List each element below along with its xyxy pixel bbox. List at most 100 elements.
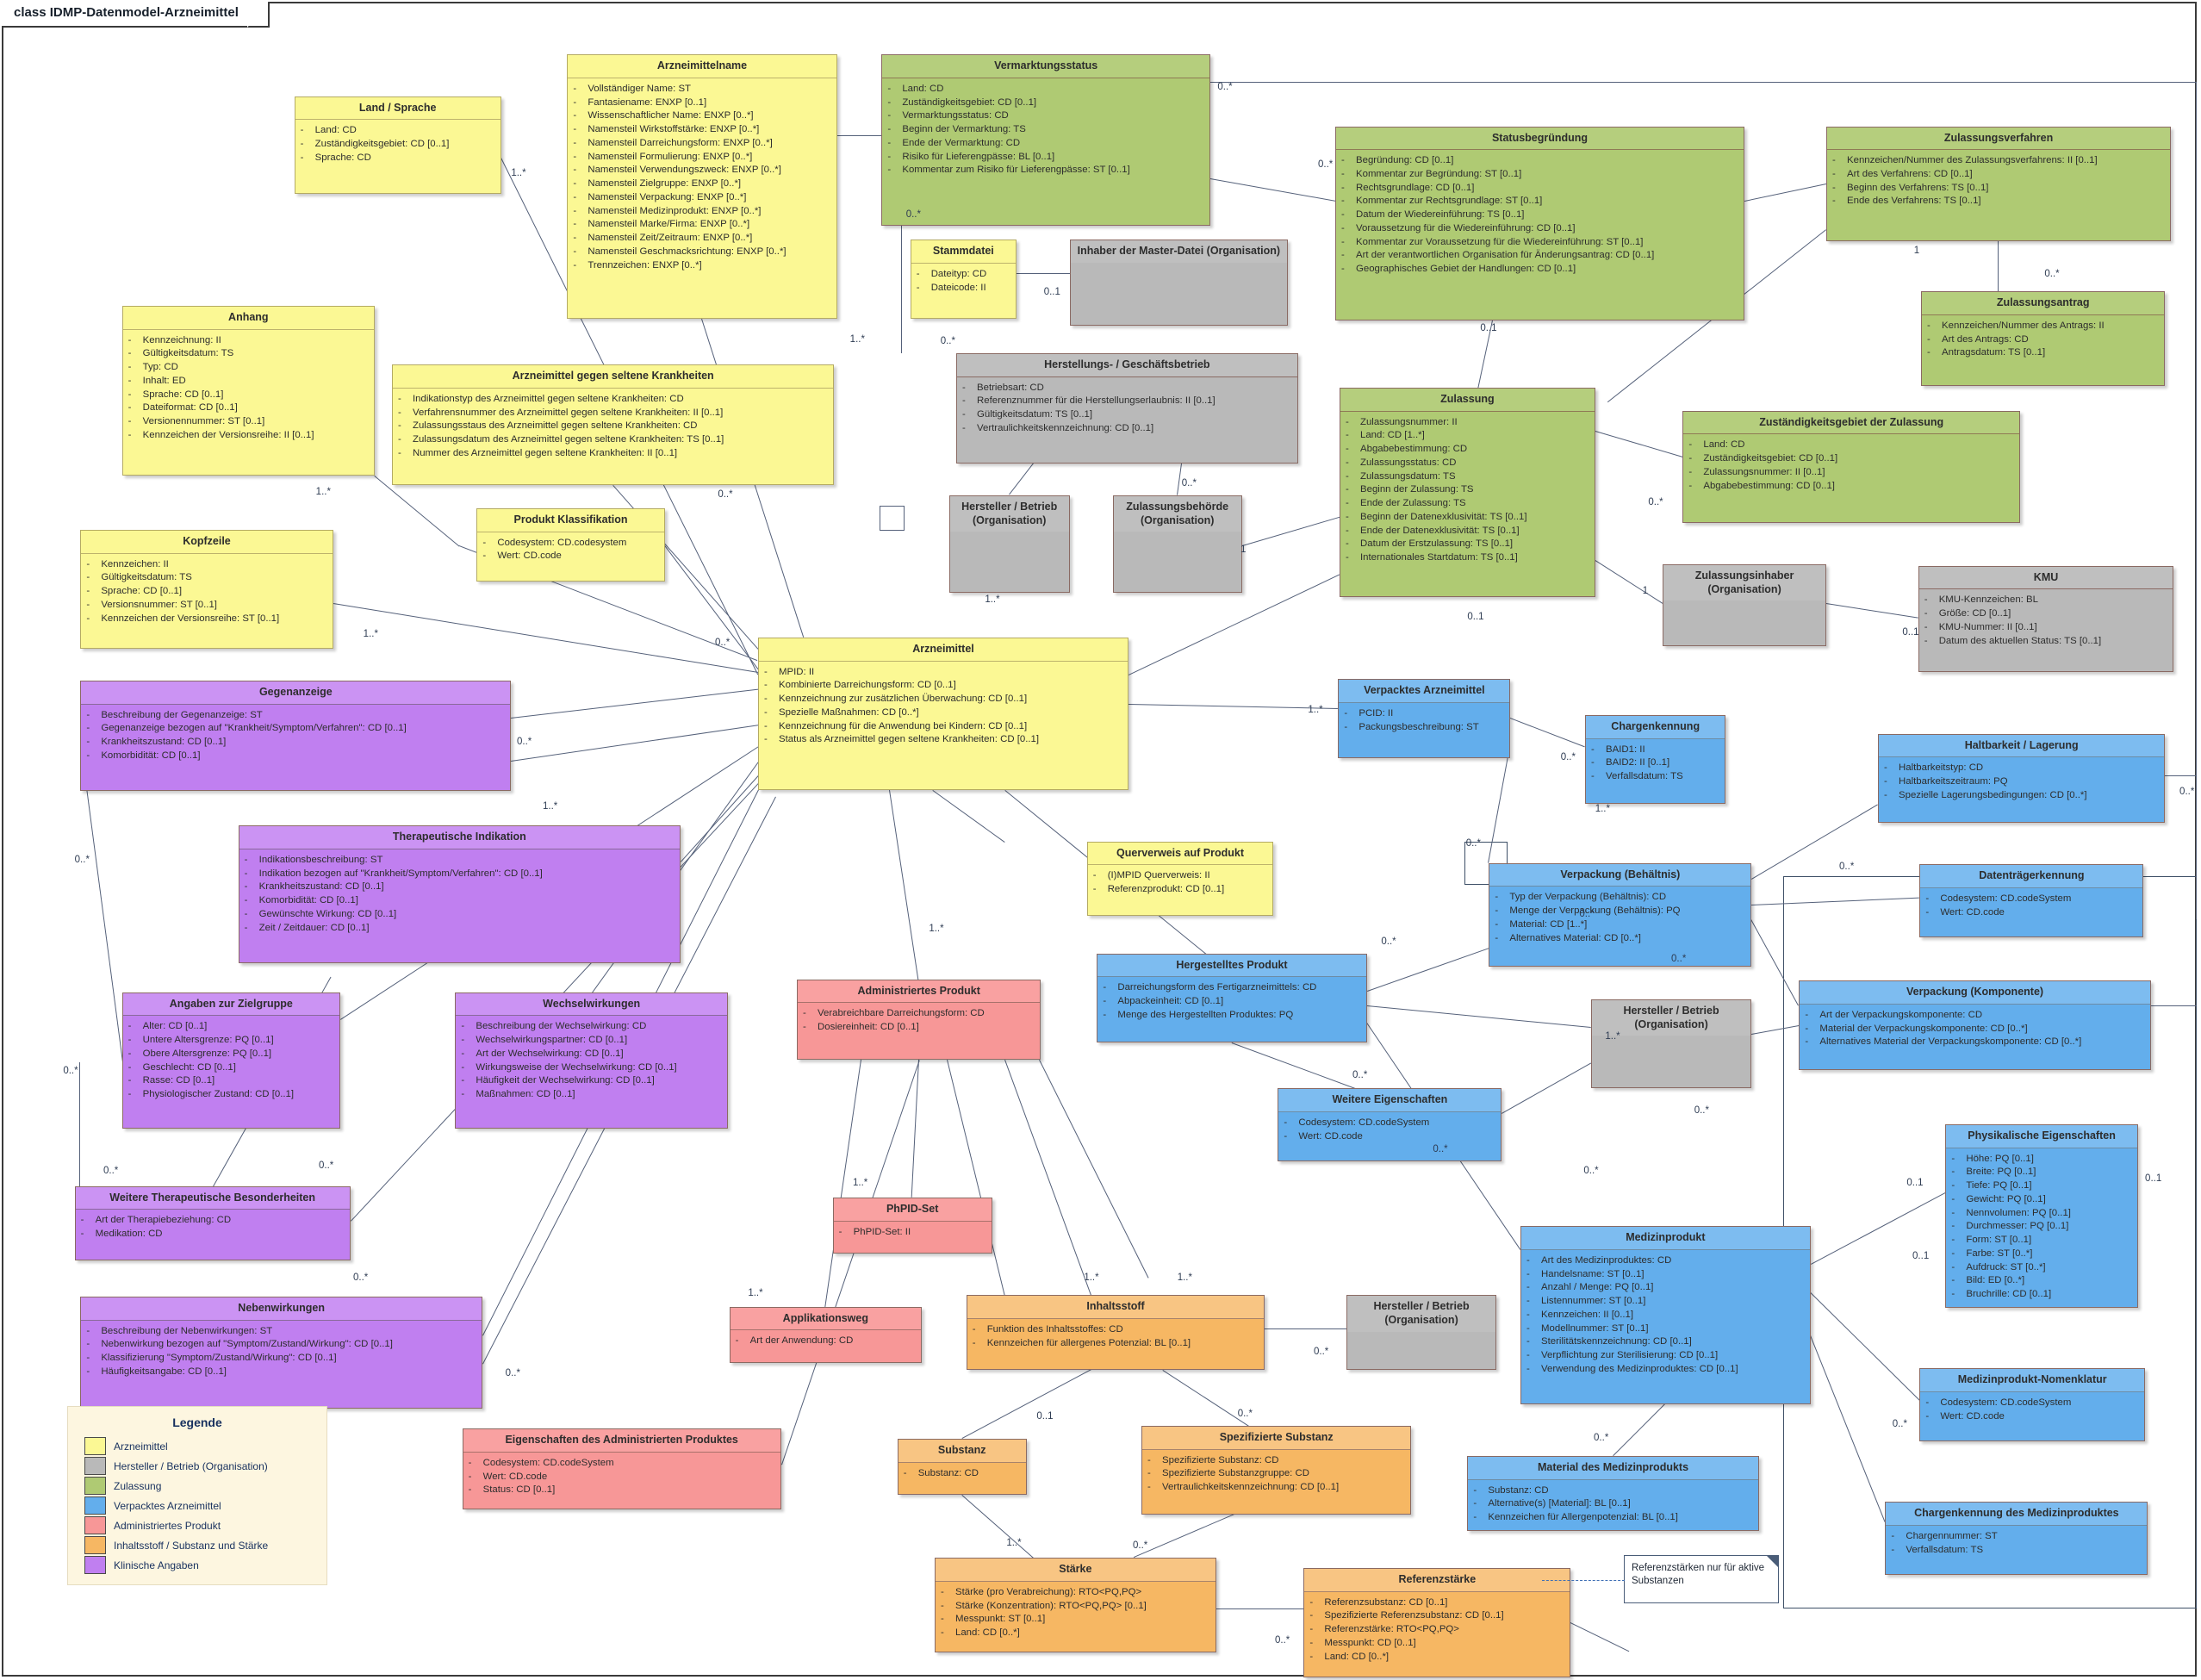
class-box-material_mp[interactable]: Material des Medizinprodukts-Substanz: C… [1467, 1456, 1759, 1531]
visibility-private-icon: - [398, 420, 401, 432]
class-attribute: -Höhe: PQ [0..1] [1951, 1153, 2131, 1167]
attribute-text: Gültigkeitsdatum: TS [101, 572, 192, 583]
class-box-anhang[interactable]: Anhang-Kennzeichnung: II-Gültigkeitsdatu… [121, 306, 375, 476]
class-box-hersteller3[interactable]: Hersteller / Betrieb (Organisation) [1346, 1295, 1496, 1371]
class-box-substanz[interactable]: Substanz-Substanz: CD [897, 1439, 1027, 1496]
class-box-hergestelltes_produkt[interactable]: Hergestelltes Produkt-Darreichungsform d… [1097, 953, 1367, 1043]
class-box-datentraeger[interactable]: Datenträgerkennung-Codesystem: CD.codeSy… [1919, 864, 2144, 938]
class-box-applikationsweg[interactable]: Applikationsweg-Art der Anwendung: CD [729, 1306, 922, 1363]
visibility-private-icon: - [127, 1021, 132, 1032]
visibility-private-icon: - [803, 1008, 806, 1019]
class-attribute: -Beginn der Datenexklusivität: TS [0..1] [1346, 511, 1589, 525]
class-box-zulassungsbehoerde[interactable]: Zulassungsbehörde (Organisation) [1112, 495, 1242, 594]
class-box-haltbarkeit[interactable]: Haltbarkeit / Lagerung-Haltbarkeitstyp: … [1878, 733, 2166, 823]
class-attribute: -Ende der Vermarktung: CD [887, 137, 1204, 151]
attribute-text: BAID2: II [0..1] [1606, 757, 1670, 768]
class-attributes-produkt_klass: -Codesystem: CD.codesystem-Wert: CD.code [477, 532, 663, 569]
attribute-text: Vertraulichkeitskennzeichnung: CD [0..1] [1162, 1482, 1340, 1493]
class-box-therap_indikation[interactable]: Therapeutische Indikation-Indikationsbes… [238, 825, 681, 964]
visibility-private-icon: - [1951, 1153, 1955, 1164]
class-box-zulassungsinhaber[interactable]: Zulassungsinhaber (Organisation) [1663, 564, 1827, 646]
class-box-medizinprodukt_nom[interactable]: Medizinprodukt-Nomenklatur-Codesystem: C… [1919, 1368, 2146, 1442]
visibility-private-icon: - [1346, 470, 1349, 482]
class-box-hersteller1[interactable]: Hersteller / Betrieb (Organisation) [948, 495, 1070, 594]
attribute-text: Messpunkt: ST [0..1] [955, 1614, 1046, 1625]
class-attributes-weitere_eigenschaften: -Codesystem: CD.codeSystem-Wert: CD.code [1278, 1112, 1501, 1148]
class-attribute: -Vertraulichkeitskennzeichnung: CD [0..1… [1147, 1481, 1405, 1495]
class-attribute: -Spezielle Maßnahmen: CD [0..*] [764, 706, 1122, 720]
class-attributes-wechselwirkungen: -Beschreibung der Wechselwirkung: CD-Wec… [456, 1016, 727, 1106]
visibility-private-icon: - [398, 407, 401, 418]
attribute-text: BAID1: II [1606, 744, 1645, 755]
class-attribute: -Durchmesser: PQ [0..1] [1951, 1220, 2131, 1234]
class-box-phys_eigenschaften[interactable]: Physikalische Eigenschaften-Höhe: PQ [0.… [1945, 1124, 2138, 1308]
attribute-text: Kennzeichnung: II [142, 334, 221, 345]
class-box-zust_zulassung[interactable]: Zuständigkeitsgebiet der Zulassung-Land:… [1682, 410, 2021, 523]
attribute-text: Komorbidität: CD [0..1] [101, 750, 201, 761]
class-box-verpackung_behaeltnis[interactable]: Verpackung (Behältnis)-Typ der Verpackun… [1489, 862, 1752, 967]
multiplicity-label: 1..* [1084, 1272, 1099, 1283]
class-box-verpackung_komponente[interactable]: Verpackung (Komponente)-Art der Verpacku… [1799, 980, 2151, 1070]
class-attribute: -Material: CD [1..*] [1495, 918, 1745, 932]
class-box-staerke[interactable]: Stärke-Stärke (pro Verabreichung): RTO<P… [935, 1558, 1216, 1653]
visibility-private-icon: - [1103, 982, 1107, 993]
class-box-produkt_klass[interactable]: Produkt Klassifikation-Codesystem: CD.co… [476, 508, 665, 582]
class-box-administriertes_produkt[interactable]: Administriertes Produkt-Verabreichbare D… [797, 979, 1041, 1061]
class-attributes-angaben_zielgruppe: -Alter: CD [0..1]-Untere Altersgrenze: P… [123, 1016, 339, 1106]
class-box-eigenschaften_adm[interactable]: Eigenschaften des Administrierten Produk… [462, 1428, 781, 1509]
class-box-medizinprodukt[interactable]: Medizinprodukt-Art des Medizinproduktes:… [1520, 1226, 1811, 1405]
class-box-vermarktungsstatus[interactable]: Vermarktungsstatus-Land: CD-Zuständigkei… [881, 54, 1211, 226]
visibility-private-icon: - [573, 178, 577, 190]
class-box-arzneimittel[interactable]: Arzneimittel-MPID: II-Kombinierte Darrei… [758, 638, 1129, 790]
class-box-kmu[interactable]: KMU-KMU-Kennzeichen: BL-Größe: CD [0..1]… [1918, 565, 2174, 672]
class-box-zulassung[interactable]: Zulassung-Zulassungsnummer: II-Land: CD … [1340, 388, 1595, 598]
visibility-private-icon: - [461, 1021, 465, 1032]
visibility-private-icon: - [1341, 236, 1345, 247]
attribute-text: Krankheitszustand: CD [0..1] [101, 737, 227, 748]
class-attributes-datentraeger: -Codesystem: CD.codeSystem-Wert: CD.code [1920, 888, 2142, 924]
class-box-chargenkennung[interactable]: Chargenkennung-BAID1: II-BAID2: II [0..1… [1585, 715, 1726, 805]
class-title-gegenanzeige: Gegenanzeige [81, 681, 511, 705]
class-box-zulassungsantrag[interactable]: Zulassungsantrag-Kennzeichen/Nummer des … [1921, 291, 2166, 387]
class-attribute: -Ende der Zulassung: TS [1346, 497, 1589, 511]
visibility-private-icon: - [86, 572, 90, 583]
class-box-herstellung[interactable]: Herstellungs- / Geschäftsbetrieb-Betrieb… [956, 353, 1298, 464]
visibility-private-icon: - [573, 191, 577, 202]
visibility-private-icon: - [86, 723, 90, 734]
class-box-verpacktes_am[interactable]: Verpacktes Arzneimittel-PCID: II-Packung… [1338, 679, 1511, 758]
class-title-kmu: KMU [1918, 566, 2173, 590]
visibility-private-icon: - [1526, 1296, 1530, 1307]
class-box-gegenanzeige[interactable]: Gegenanzeige-Beschreibung der Gegenanzei… [80, 681, 512, 792]
class-box-nebenwirkungen[interactable]: Nebenwirkungen-Beschreibung der Nebenwir… [80, 1297, 482, 1409]
class-box-charge_mp[interactable]: Chargenkennung des Medizinproduktes-Char… [1885, 1502, 2148, 1576]
class-box-inhaber_master[interactable]: Inhaber der Master-Datei (Organisation) [1069, 240, 1289, 327]
class-box-hersteller2[interactable]: Hersteller / Betrieb (Organisation) [1590, 999, 1752, 1089]
class-box-angaben_zielgruppe[interactable]: Angaben zur Zielgruppe-Alter: CD [0..1]-… [121, 992, 340, 1129]
class-box-spez_substanz[interactable]: Spezifizierte Substanz-Spezifizierte Sub… [1141, 1426, 1412, 1515]
attribute-text: Material: CD [1..*] [1509, 918, 1588, 930]
visibility-private-icon: - [573, 165, 577, 176]
class-box-querverweis[interactable]: Querverweis auf Produkt-(I)MPID Querverw… [1086, 841, 1274, 917]
visibility-private-icon: - [1925, 1397, 1930, 1408]
class-box-inhaltsstoff[interactable]: Inhaltsstoff-Funktion des Inhaltsstoffes… [966, 1295, 1265, 1371]
class-box-phpid_set[interactable]: PhPID-Set-PhPID-Set: II [832, 1198, 992, 1254]
class-title-kopfzeile: Kopfzeile [81, 531, 333, 554]
class-box-arzneimittelname[interactable]: Arzneimittelname-Vollständiger Name: ST-… [567, 54, 837, 319]
attribute-text: Packungsbeschreibung: ST [1359, 721, 1479, 732]
class-attribute: -Bruchrille: CD [0..1] [1951, 1288, 2131, 1302]
class-box-referenzstaerke[interactable]: Referenzstärke-Referenzsubstanz: CD [0..… [1303, 1568, 1571, 1677]
class-box-weitere_eigenschaften[interactable]: Weitere Eigenschaften-Codesystem: CD.cod… [1278, 1088, 1502, 1162]
class-box-kopfzeile[interactable]: Kopfzeile-Kennzeichen: II-Gültigkeitsdat… [80, 530, 333, 650]
class-box-weitere_therap[interactable]: Weitere Therapeutische Besonderheiten-Ar… [74, 1185, 351, 1261]
class-box-wechselwirkungen[interactable]: Wechselwirkungen-Beschreibung der Wechse… [455, 992, 729, 1129]
class-title-weitere_eigenschaften: Weitere Eigenschaften [1278, 1089, 1502, 1112]
class-box-am_seltene[interactable]: Arzneimittel gegen seltene Krankheiten-I… [392, 364, 835, 486]
class-box-zulassungsverfahren[interactable]: Zulassungsverfahren-Kennzeichen/Nummer d… [1826, 126, 2172, 241]
class-box-stammdatei[interactable]: Stammdatei-Dateityp: CD-Dateicode: II [910, 240, 1017, 319]
class-title-produkt_klass: Produkt Klassifikation [477, 509, 664, 532]
class-box-statusbegruendung[interactable]: Statusbegründung-Begründung: CD [0..1]-K… [1335, 126, 1745, 320]
visibility-private-icon: - [127, 1088, 132, 1099]
class-box-land_sprache[interactable]: Land / Sprache-Land: CD-Zuständigkeitsge… [294, 96, 501, 194]
visibility-private-icon: - [1951, 1193, 1955, 1204]
visibility-private-icon: - [764, 680, 768, 691]
